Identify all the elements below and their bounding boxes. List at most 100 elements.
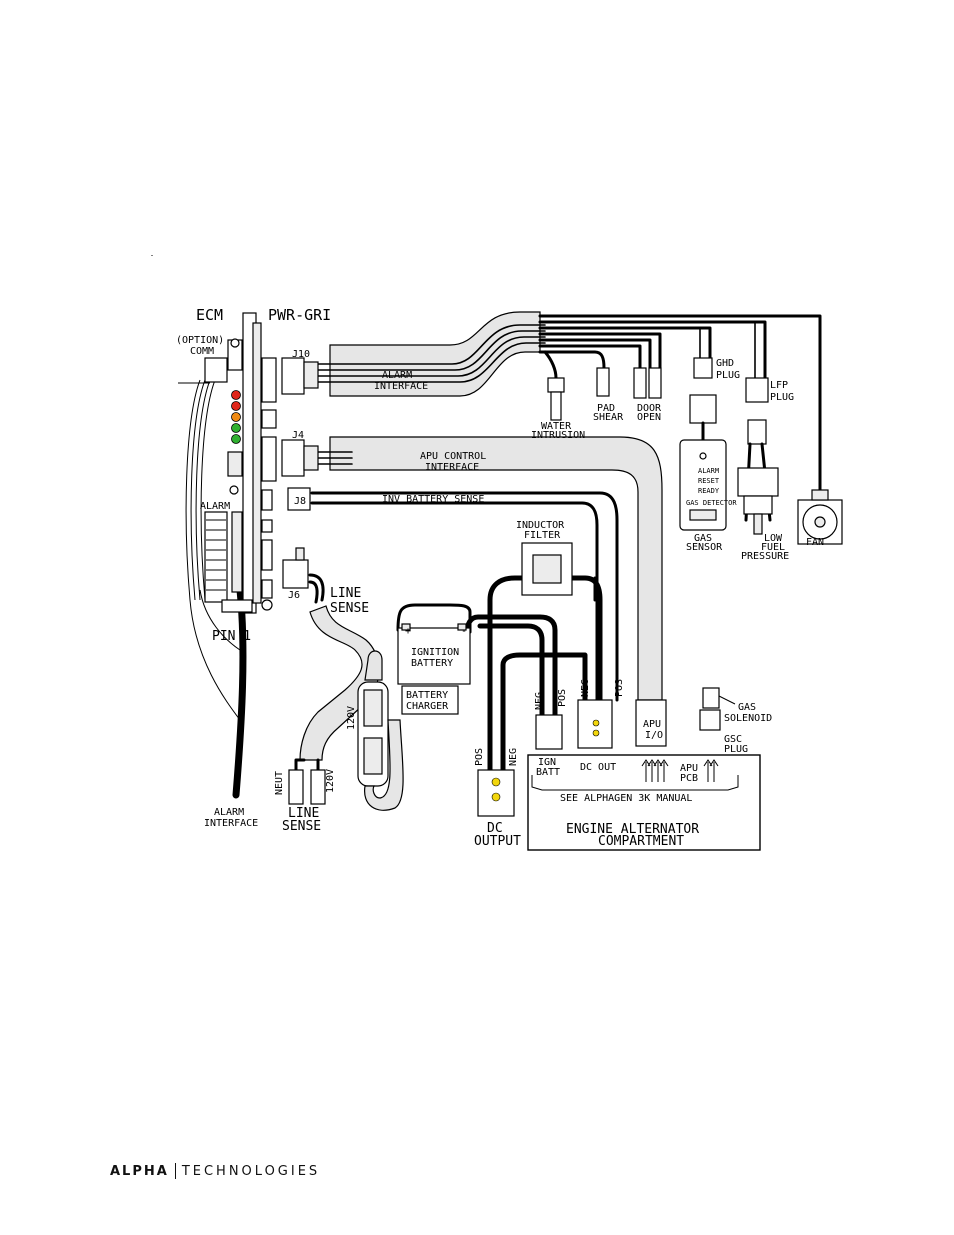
pwr-gri-board xyxy=(204,312,277,614)
door-open-sensor xyxy=(633,367,662,399)
j6-plug xyxy=(282,559,309,589)
fan-label: FAN xyxy=(806,537,824,548)
ign-batt-connector xyxy=(535,714,563,750)
ghd-label-2: PLUG xyxy=(716,370,740,381)
apu-harness-wires xyxy=(317,451,353,465)
j4-label: J4 xyxy=(292,430,304,441)
j8-label: J8 xyxy=(294,496,306,507)
line-sense-label-2: SENSE xyxy=(330,601,369,616)
option-label: (OPTION) xyxy=(176,335,224,346)
inv-battery-sense-label: INV BATTERY SENSE xyxy=(382,494,484,505)
connector-plugs xyxy=(281,357,319,589)
j4-plug xyxy=(281,439,305,477)
j8-plug xyxy=(287,487,311,511)
ignition-label-2: BATTERY xyxy=(411,658,453,669)
battery-charger xyxy=(401,685,459,715)
gas-sensor-ready: READY xyxy=(698,487,720,495)
led-green-1 xyxy=(231,423,241,433)
inductor-filter xyxy=(521,542,573,596)
inline-fuses xyxy=(357,681,404,811)
gas-sensor xyxy=(679,439,727,531)
dc-output-label-2: OUTPUT xyxy=(474,834,521,849)
dc-output-connector xyxy=(477,769,515,817)
apu-control-label-1: APU CONTROL xyxy=(420,451,486,462)
charger-loop xyxy=(364,650,383,681)
logo-rest: TECHNOLOGIES xyxy=(181,1163,321,1179)
engine-label-1: ENGINE ALTERNATOR xyxy=(566,822,699,837)
compartment-arrows xyxy=(641,759,719,782)
engine-label-2: COMPARTMENT xyxy=(598,834,684,849)
alarm-interface-bottom-cable xyxy=(232,586,247,799)
neut-label: NEUT xyxy=(274,771,285,795)
apu-io-label-2: I/O xyxy=(645,730,663,741)
battery-minus: - xyxy=(461,626,467,637)
j10-label: J10 xyxy=(292,349,310,360)
battery-plus: + xyxy=(405,626,411,637)
dc-out-label: DC OUT xyxy=(580,762,616,773)
water-label-1: WATER xyxy=(541,421,572,432)
inv-battery-sense-wires xyxy=(310,491,619,702)
apu-pcb-label-1: APU xyxy=(680,763,698,774)
water-intrusion-sensor xyxy=(547,377,565,421)
ecm-label: ECM xyxy=(196,306,223,324)
neg-label-output: NEG xyxy=(508,748,519,766)
v120-label-fuse: 120V xyxy=(346,706,357,730)
led-red-2 xyxy=(231,401,241,411)
line-sense-harness-upper xyxy=(299,605,380,761)
pwr-gri-label: PWR-GRI xyxy=(268,306,331,324)
charger-label-2: CHARGER xyxy=(406,701,449,712)
line-sense-plugs xyxy=(288,769,326,805)
led-orange xyxy=(231,412,241,422)
apu-io-label-1: APU xyxy=(643,719,661,730)
pad-shear-sensor xyxy=(596,367,610,397)
alarm-terminal-block xyxy=(206,519,226,591)
low-fuel-label-1: LOW xyxy=(764,533,783,544)
low-fuel-label-3: PRESSURE xyxy=(741,551,789,562)
gas-sensor-reset: RESET xyxy=(698,477,720,485)
led-green-2 xyxy=(231,434,241,444)
dc-output-label-1: DC xyxy=(487,821,503,836)
v120-label-plug: 120V xyxy=(325,769,336,793)
line-sense-label-1: LINE xyxy=(330,586,361,601)
gas-solenoid-label-1: GAS xyxy=(738,702,756,713)
gas-solenoid-label-2: SOLENOID xyxy=(724,713,772,724)
lfp-label-1: LFP xyxy=(770,380,788,391)
gsc-label-2: PLUG xyxy=(724,744,748,755)
ign-batt-label-2: BATT xyxy=(536,767,560,778)
dc-out-connector xyxy=(577,699,613,749)
ignition-battery xyxy=(397,623,471,685)
neg-label-dc: NEG xyxy=(580,679,591,697)
alarm-interface-label-1: ALARM xyxy=(382,370,412,381)
sensor-wires xyxy=(538,314,822,492)
pos-label-ign: POS xyxy=(557,689,568,707)
bottom-alarm-label-2: INTERFACE xyxy=(204,818,258,829)
low-fuel-pressure-sensor xyxy=(737,467,779,535)
see-manual-label: SEE ALPHAGEN 3K MANUAL xyxy=(560,793,692,804)
gas-solenoid xyxy=(699,687,736,731)
fan xyxy=(797,489,843,545)
door-label-1: DOOR xyxy=(637,403,662,414)
alarm-harness-wires xyxy=(317,324,546,383)
ghd-plug xyxy=(689,357,717,442)
inductor-label-2: FILTER xyxy=(524,530,561,541)
alpha-technologies-logo: ALPHA TECHNOLOGIES xyxy=(110,1163,320,1179)
inductor-label-1: INDUCTOR xyxy=(516,520,565,531)
apu-io-connector xyxy=(635,699,667,747)
alarm-label: ALARM xyxy=(200,501,230,512)
comm-label: COMM xyxy=(190,346,214,357)
logo-separator xyxy=(174,1163,176,1179)
charger-label-1: BATTERY xyxy=(406,690,448,701)
bottom-line-label-2: SENSE xyxy=(282,819,321,834)
gas-sensor-label-1: GAS xyxy=(694,533,712,544)
low-fuel-label-2: FUEL xyxy=(761,542,785,553)
gas-sensor-title: GAS DETECTOR xyxy=(686,499,737,507)
engine-alternator-compartment xyxy=(527,754,761,851)
water-label-2: INTRUSION xyxy=(531,430,585,441)
ghd-label-1: GHD xyxy=(716,358,734,369)
alarm-interface-label-2: INTERFACE xyxy=(374,381,428,392)
logo-brand: ALPHA xyxy=(110,1163,169,1179)
alarm-interface-harness xyxy=(329,311,541,397)
gas-sensor-label-2: SENSOR xyxy=(686,542,723,553)
bottom-alarm-label-1: ALARM xyxy=(214,807,244,818)
